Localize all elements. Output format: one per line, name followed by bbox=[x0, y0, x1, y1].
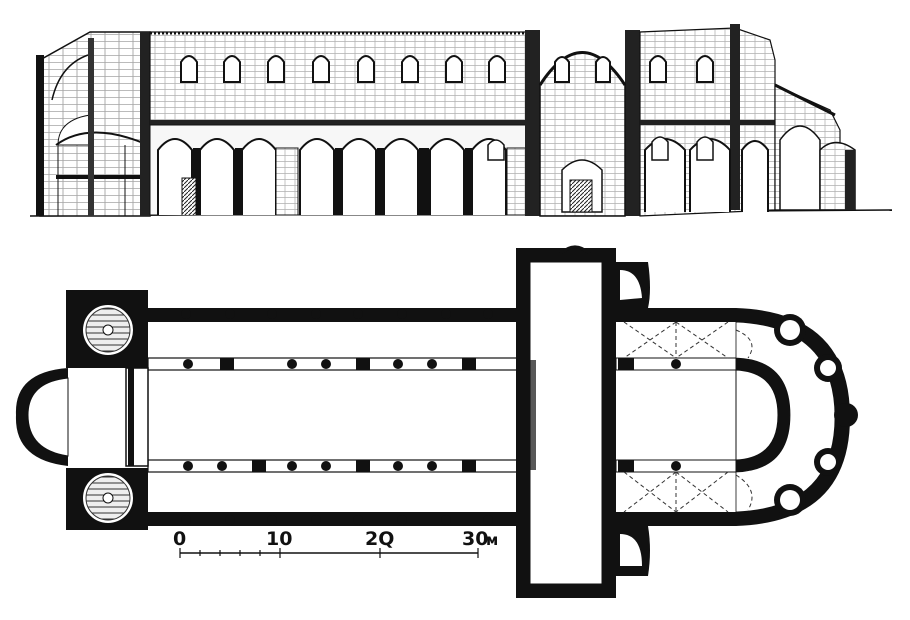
ground-plan bbox=[15, 245, 858, 598]
plan-aisle-walls bbox=[148, 308, 520, 526]
nave-arcade bbox=[149, 124, 531, 216]
scale-tick-label-30: 30 bbox=[462, 528, 488, 550]
plan-buttresses bbox=[181, 309, 493, 525]
crossing-section bbox=[525, 30, 640, 217]
scale-unit-label: м bbox=[486, 531, 498, 549]
plan-choir bbox=[615, 308, 737, 526]
scale-tick-label-0: 0 bbox=[173, 528, 186, 550]
scale-bar-ticks bbox=[179, 548, 479, 558]
plan-westwork bbox=[15, 290, 149, 530]
plan-transept bbox=[516, 245, 650, 598]
apse-section bbox=[774, 83, 856, 211]
longitudinal-section bbox=[29, 24, 893, 217]
clerestory-windows bbox=[180, 55, 506, 83]
plan-east-apse bbox=[735, 308, 858, 526]
scale-tick-label-20: 2Q bbox=[365, 528, 394, 550]
west-tower-section bbox=[36, 31, 152, 217]
scale-bar: 0 10 2Q 30 м bbox=[173, 528, 498, 558]
nave-upper-wall bbox=[149, 31, 531, 125]
choir-section bbox=[639, 24, 776, 217]
scale-tick-label-10: 10 bbox=[266, 528, 292, 550]
plan-arcade-rows bbox=[147, 357, 521, 473]
